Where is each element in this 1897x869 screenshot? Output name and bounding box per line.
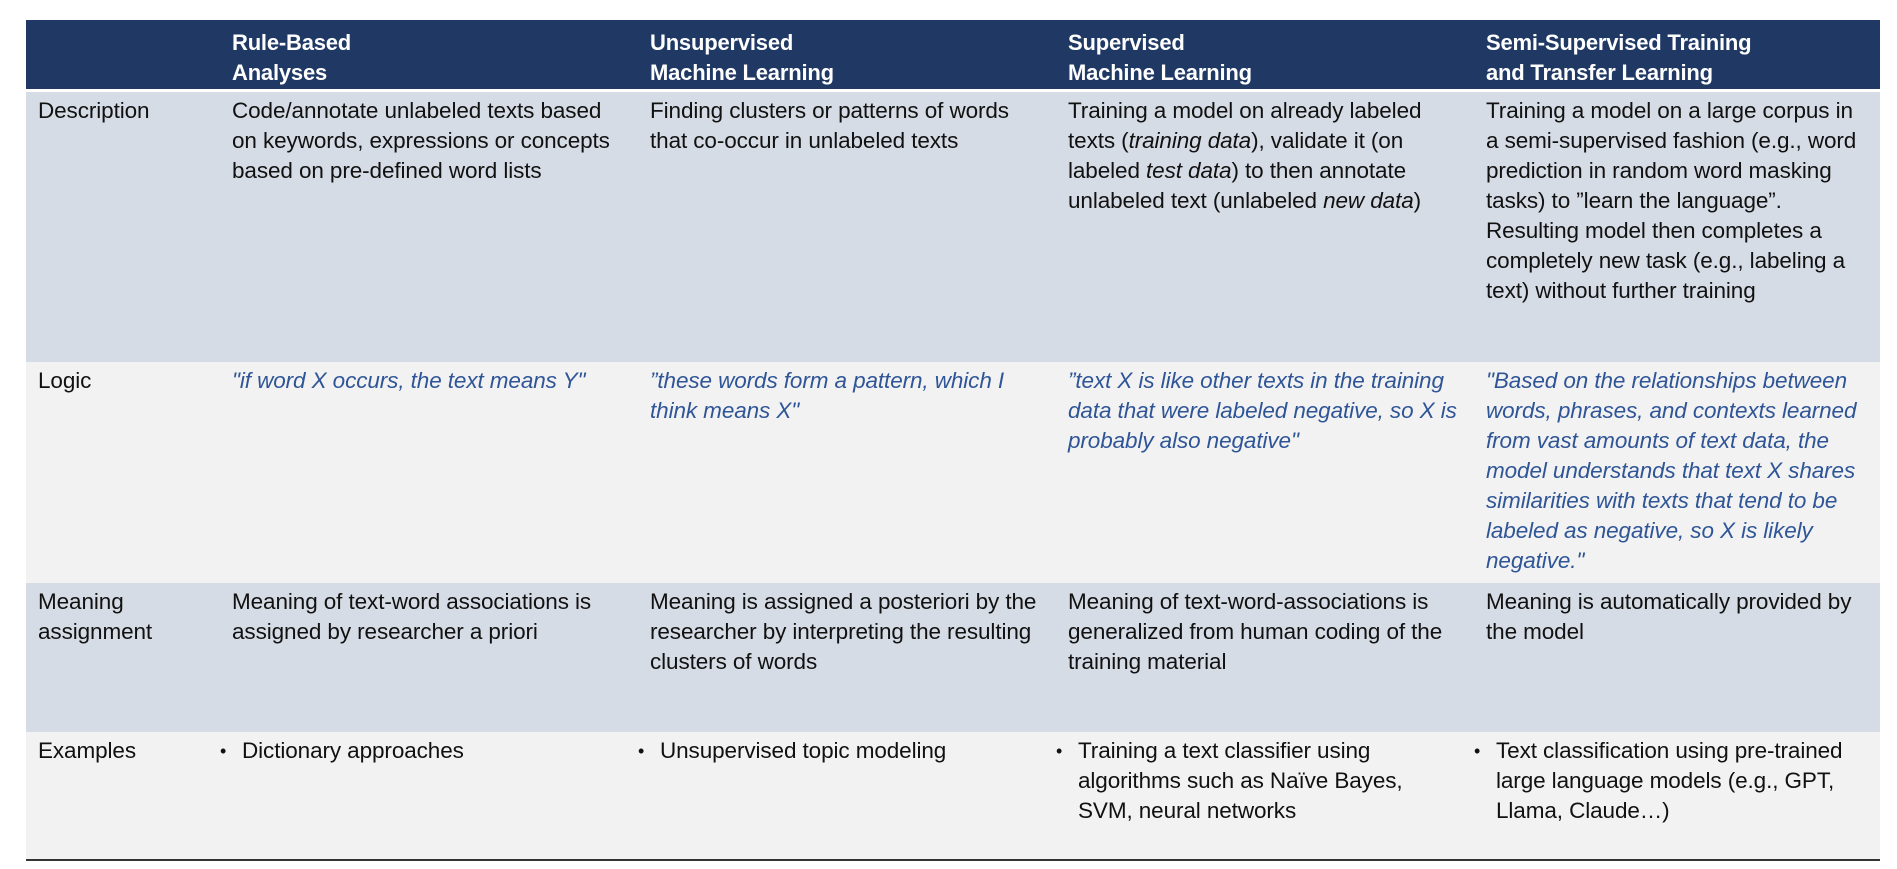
example-text: Dictionary approaches xyxy=(242,738,464,763)
examples-unsupervised: • Unsupervised topic modeling xyxy=(638,732,1056,859)
example-text: Text classification using pre-trained la… xyxy=(1496,738,1843,823)
example-text: Training a text classifier using algorit… xyxy=(1078,738,1403,823)
row-label-meaning: Meaning assignment xyxy=(38,589,153,644)
description-semi-supervised: Training a model on a large corpus in a … xyxy=(1486,98,1857,303)
header-unsupervised: Unsupervised Machine Learning xyxy=(650,30,834,85)
table-row-logic: Logic "if word X occurs, the text means … xyxy=(26,362,1880,583)
list-item: • Training a text classifier using algor… xyxy=(1056,736,1462,826)
example-text: Unsupervised topic modeling xyxy=(660,738,947,763)
row-label-logic: Logic xyxy=(38,368,92,393)
meaning-supervised: Meaning of text-word-associations is gen… xyxy=(1068,589,1443,674)
bullet-icon: • xyxy=(638,741,645,761)
desc-sup-part-2: ), validate it (on labeled xyxy=(1068,128,1404,183)
desc-sup-training-data: training data xyxy=(1128,128,1252,153)
row-label-examples: Examples xyxy=(38,738,136,763)
bullet-icon: • xyxy=(1056,741,1063,761)
table-header-row: Rule-Based Analyses Unsupervised Machine… xyxy=(26,20,1880,92)
description-supervised: Training a model on already labeled text… xyxy=(1056,92,1474,362)
meaning-unsupervised: Meaning is assigned a posteriori by the … xyxy=(650,589,1037,674)
header-supervised: Supervised Machine Learning xyxy=(1068,30,1252,85)
description-rule-based: Code/annotate unlabeled texts based on k… xyxy=(232,98,610,183)
meaning-rule-based: Meaning of text-word associations is ass… xyxy=(232,589,592,644)
list-item: • Text classification using pre-trained … xyxy=(1474,736,1868,826)
logic-semi-supervised: "Based on the relationships between word… xyxy=(1486,368,1857,573)
desc-sup-test-data: test data xyxy=(1146,158,1232,183)
comparison-table: Rule-Based Analyses Unsupervised Machine… xyxy=(26,20,1880,861)
description-unsupervised: Finding clusters or patterns of words th… xyxy=(650,98,1009,153)
desc-sup-part-0: Training a model on already labeled text… xyxy=(1068,98,1422,153)
logic-rule-based: "if word X occurs, the text means Y" xyxy=(232,368,586,393)
examples-rule-based: • Dictionary approaches xyxy=(220,732,638,859)
row-label-description: Description xyxy=(38,98,150,123)
table-row-meaning-assignment: Meaning assignment Meaning of text-word … xyxy=(26,583,1880,732)
header-semi-supervised: Semi-Supervised Training and Transfer Le… xyxy=(1486,30,1752,85)
desc-sup-part-6: ) xyxy=(1413,188,1422,213)
table-row-description: Description Code/annotate unlabeled text… xyxy=(26,92,1880,362)
list-item: • Unsupervised topic modeling xyxy=(638,736,1044,766)
examples-supervised: • Training a text classifier using algor… xyxy=(1056,732,1474,859)
logic-supervised: ”text X is like other texts in the train… xyxy=(1068,368,1457,453)
meaning-semi-supervised: Meaning is automatically provided by the… xyxy=(1486,589,1852,644)
header-rule-based: Rule-Based Analyses xyxy=(232,30,352,85)
bullet-icon: • xyxy=(220,741,227,761)
desc-sup-new-data: new data xyxy=(1323,188,1414,213)
header-empty-cell xyxy=(26,20,220,89)
logic-unsupervised: ”these words form a pattern, which I thi… xyxy=(650,368,1005,423)
bullet-icon: • xyxy=(1474,741,1481,761)
examples-semi-supervised: • Text classification using pre-trained … xyxy=(1474,732,1880,859)
desc-sup-part-4: ) to then annotate unlabeled text (unlab… xyxy=(1068,158,1407,213)
table-row-examples: Examples • Dictionary approaches • Unsup… xyxy=(26,732,1880,859)
list-item: • Dictionary approaches xyxy=(220,736,626,766)
